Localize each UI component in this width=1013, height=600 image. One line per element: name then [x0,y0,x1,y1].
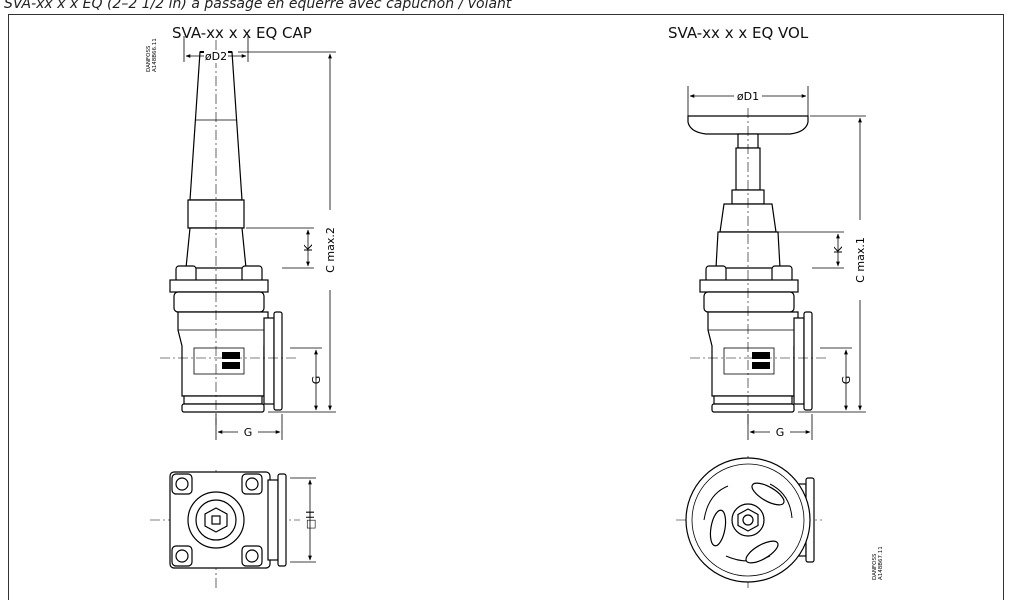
view-title-vol: SVA-xx x x EQ VOL [668,24,809,42]
vol-valve-side-view [687,115,813,413]
drawing-frame [8,14,1004,600]
cap-dim-c-max: C max.2 [324,227,337,273]
cap-dim-k: K [302,244,315,252]
vol-dim-c-max: C max.1 [854,237,867,283]
cap-dim-g-bottom: G [244,426,253,439]
cap-dim-d2: øD2 [205,50,227,63]
figure-caption: SVA-xx x x EQ (2–2 1/2 in) à passage en … [4,0,512,12]
vol-drawing-ref: A148B67.11 [878,546,884,580]
view-title-cap: SVA-xx x x EQ CAP [172,24,312,42]
cap-dim-g-side: G [310,376,323,385]
cap-drawing-ref: A148B66.11 [152,38,158,72]
vol-dim-g-bottom: G [776,426,785,439]
cap-valve-top-view [169,471,287,569]
vol-valve-top-view [685,457,815,583]
cap-c-bg [324,210,336,290]
vol-dim-g-side: G [840,376,853,385]
vol-d1-bg [734,90,762,103]
cap-manufacturer-mark: DANFOSS [146,45,152,72]
cap-dim-h: □H [304,511,317,530]
cap-d2-bg [204,50,228,63]
vol-c-bg [854,220,866,300]
vol-dim-d1: øD1 [737,90,759,103]
vol-dim-k: K [832,246,845,254]
vol-manufacturer-mark: DANFOSS [872,553,878,580]
